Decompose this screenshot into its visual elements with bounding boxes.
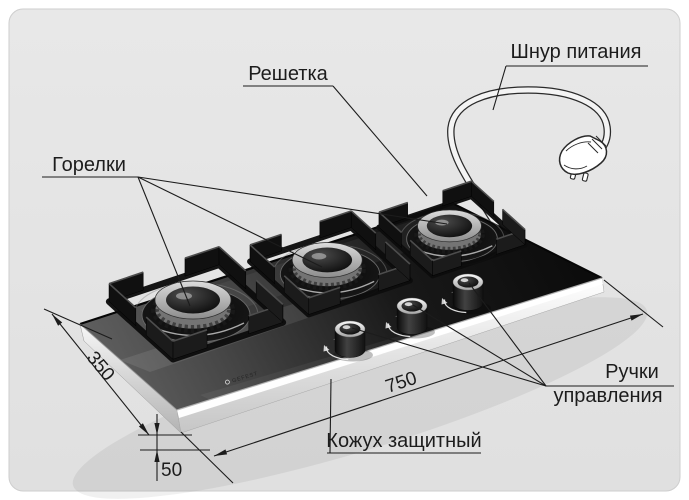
knob-dome xyxy=(339,323,361,335)
grate-fin-top-edge xyxy=(378,211,402,234)
leader-line xyxy=(332,85,428,197)
knob-dome xyxy=(401,300,423,312)
dimension-width-750: 750 xyxy=(180,279,664,484)
grate-fin-top-edge xyxy=(470,180,495,203)
plug-detail xyxy=(565,141,592,152)
glass-right-edge xyxy=(451,202,603,279)
dimension-height-value: 50 xyxy=(161,460,182,481)
burners xyxy=(105,180,528,363)
knob-3 xyxy=(441,273,493,315)
label-knobs-text-line1: Ручки xyxy=(605,361,659,383)
drop-shadow xyxy=(72,297,648,499)
knob-highlight xyxy=(342,325,351,330)
burner-crown xyxy=(151,280,235,333)
extension-line xyxy=(43,308,113,340)
arrowhead xyxy=(629,314,643,321)
label-burners-text: Горелки xyxy=(52,154,126,176)
label-burners: Горелки xyxy=(42,154,448,307)
burner-2 xyxy=(247,210,413,318)
dimension-line xyxy=(213,313,644,457)
plug-detail xyxy=(563,164,588,170)
grate-fin-top-edge xyxy=(319,210,352,223)
arrowhead xyxy=(154,450,160,462)
burner-1 xyxy=(105,245,287,363)
label-casing-text: Кожух защитный xyxy=(326,430,481,452)
brand-logo-icon xyxy=(225,379,230,385)
cord-fill xyxy=(448,87,610,235)
glass-left-edge xyxy=(79,323,178,411)
callout-labels: Горелки Решетка Шнур питания Ручки управ… xyxy=(42,41,674,454)
dimension-line xyxy=(51,313,150,436)
grate-fin-top-edge xyxy=(409,239,434,262)
leader-line xyxy=(137,176,448,225)
grate-fin-top-edge xyxy=(432,250,462,262)
dimensions: 350 50 750 xyxy=(43,279,664,484)
grate-fin-top-edge xyxy=(308,286,341,299)
rotation-arrow-icon xyxy=(441,298,448,305)
leader-line xyxy=(468,282,547,387)
rotation-arrow-icon xyxy=(323,345,330,352)
knob-highlight xyxy=(460,278,469,283)
grate-fin-top-edge xyxy=(255,279,284,305)
arrowhead xyxy=(138,423,149,435)
casing-glow xyxy=(177,278,603,418)
arrowhead xyxy=(154,423,160,435)
leader-line xyxy=(351,327,547,387)
burner-3 xyxy=(376,180,528,279)
grate-fin-top-edge xyxy=(283,275,310,299)
leader-line xyxy=(137,176,323,268)
grate-fin-top-edge xyxy=(442,180,472,192)
leader-line xyxy=(492,65,507,111)
power-cord xyxy=(447,86,612,236)
label-grate-text: Решетка xyxy=(248,63,328,85)
glass-front-edge xyxy=(176,277,603,411)
knob-1 xyxy=(323,320,375,362)
grate-fin-top-edge xyxy=(145,316,174,342)
leader-line xyxy=(137,176,191,307)
arrowhead xyxy=(52,314,63,326)
knobs xyxy=(323,273,493,362)
label-control-knobs: Ручки управления xyxy=(351,282,674,407)
burner-crown xyxy=(288,242,366,291)
knob-2 xyxy=(385,297,437,339)
plug-prong xyxy=(581,172,589,182)
extension-line xyxy=(603,279,664,328)
knob-dome xyxy=(457,276,479,288)
burner-crown xyxy=(414,209,485,254)
leader-line xyxy=(412,304,547,387)
grate-fin-top-edge xyxy=(172,329,208,343)
leader-line xyxy=(329,378,332,454)
extension-line xyxy=(180,431,234,484)
grate-fin-top-edge xyxy=(384,241,411,265)
cooktop: GEFEST xyxy=(72,180,648,499)
grate-fin-top-edge xyxy=(184,245,220,259)
rotation-arrow-icon xyxy=(385,322,392,329)
label-casing: Кожух защитный xyxy=(326,378,482,454)
label-power-cord: Шнур питания xyxy=(492,41,648,111)
knob-highlight xyxy=(404,302,413,307)
power-plug xyxy=(558,135,608,182)
label-grate: Решетка xyxy=(243,63,428,197)
grate-fin-top-edge xyxy=(378,201,408,213)
grate-fin-top-edge xyxy=(502,208,526,231)
arrowhead xyxy=(214,449,228,456)
plug-body xyxy=(558,135,608,175)
grate-fin-top-edge xyxy=(108,283,137,309)
plug-collar-ribs xyxy=(587,135,607,154)
grate-fin-top-edge xyxy=(249,244,276,268)
grate-fin-top-edge xyxy=(350,210,377,234)
label-knobs-text-line2: управления xyxy=(553,385,662,407)
grate-fin-top-edge xyxy=(218,246,247,272)
dimension-height-50: 50 xyxy=(138,414,210,481)
grate-fin-top-edge xyxy=(108,271,144,285)
label-power-cord-text: Шнур питания xyxy=(511,41,642,63)
